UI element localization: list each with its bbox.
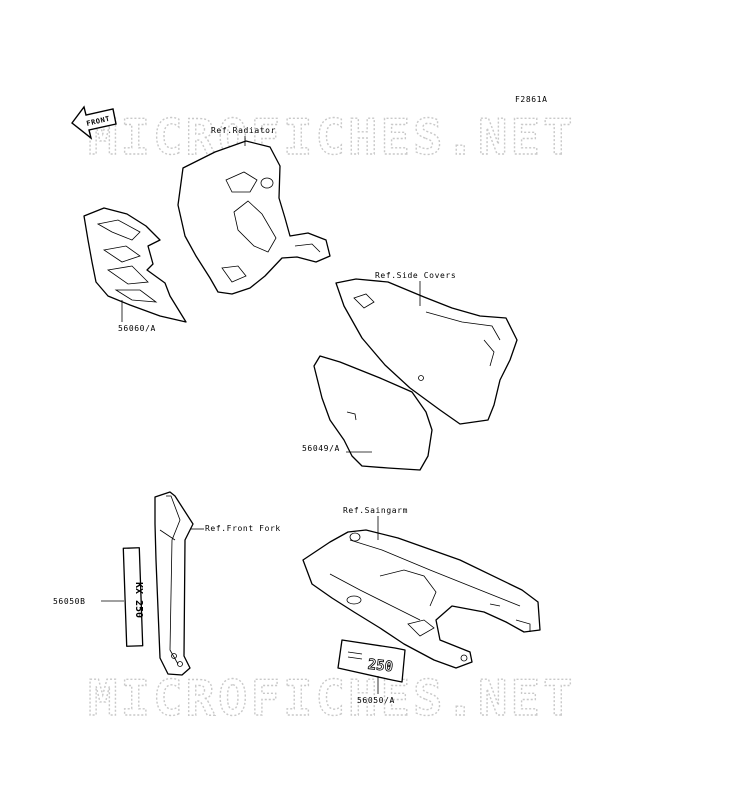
part-56050b-label: 56050B	[53, 597, 86, 606]
watermark-top: MICROFICHES.NET	[88, 109, 576, 166]
part-56049a-label: 56049/A	[302, 444, 340, 453]
front-fork-guard	[154, 491, 194, 676]
swingarm	[302, 529, 541, 669]
fork-decal-text: KX 250	[133, 582, 144, 618]
fork-decal: KX 250	[122, 547, 144, 647]
ref-front-fork-label: Ref.Front Fork	[205, 524, 281, 533]
watermark-bottom: MICROFICHES.NET	[88, 670, 576, 727]
side-cover-decal	[313, 355, 433, 471]
part-56050a-label: 56050/A	[357, 696, 395, 705]
ref-side-covers-label: Ref.Side Covers	[375, 271, 456, 280]
shroud-decal	[83, 207, 187, 323]
swingarm-decal: 250	[337, 639, 406, 683]
side-cover	[335, 278, 518, 425]
ref-swingarm-label: Ref.Saingarm	[343, 506, 408, 515]
front-arrow-icon: FRONT	[71, 105, 117, 140]
swingarm-decal-text: 250	[367, 657, 394, 676]
figure-code: F2861A	[515, 95, 548, 104]
ref-radiator-label: Ref.Radiator	[211, 126, 276, 135]
part-56060a-label: 56060/A	[118, 324, 156, 333]
radiator-shroud	[177, 140, 331, 295]
